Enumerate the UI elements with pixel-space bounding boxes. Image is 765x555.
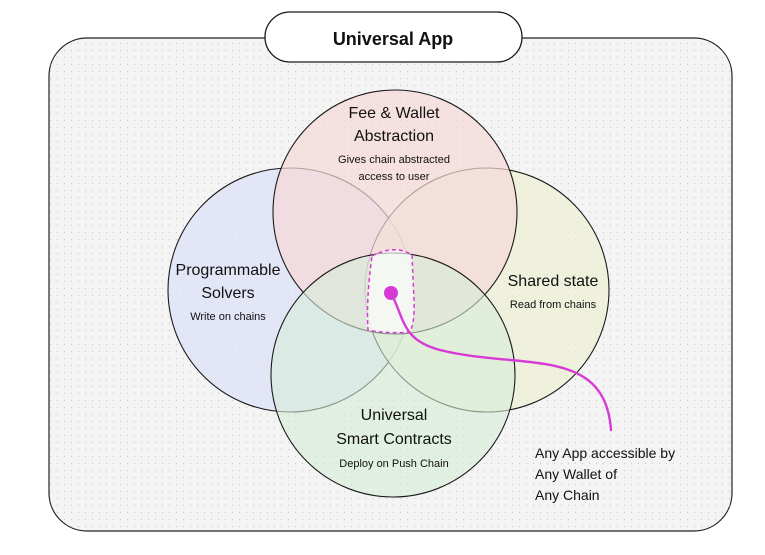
title-pill [264,11,523,63]
callout-text-line2: Any Wallet of [535,466,617,482]
shared-state-title: Shared state [508,273,599,290]
fee-wallet-title-line1: Fee & Wallet [349,105,441,122]
solvers-desc-line1: Write on chains [190,311,266,323]
venn-circles [167,89,610,498]
smart-contracts-desc: Deploy on Push Chain [339,458,448,470]
callout-text-line1: Any App accessible by [535,445,675,461]
page-title: Universal App [333,29,453,49]
center-dot [384,286,398,300]
smart-contracts-title-line1: Universal [361,407,428,424]
fee-wallet-desc-line1: Gives chain abstracted [338,154,450,166]
fee-wallet-title-line2: Abstraction [354,128,434,145]
fee-wallet-desc-line2: access to user [359,171,430,183]
solvers-title-line2: Solvers [201,285,254,302]
callout-text-line3: Any Chain [535,487,600,503]
solvers-title-line1: Programmable [176,262,281,279]
callout-connector [389,291,613,432]
shared-state-desc: Read from chains [510,299,597,311]
smart-contracts-title-line2: Smart Contracts [336,431,452,448]
